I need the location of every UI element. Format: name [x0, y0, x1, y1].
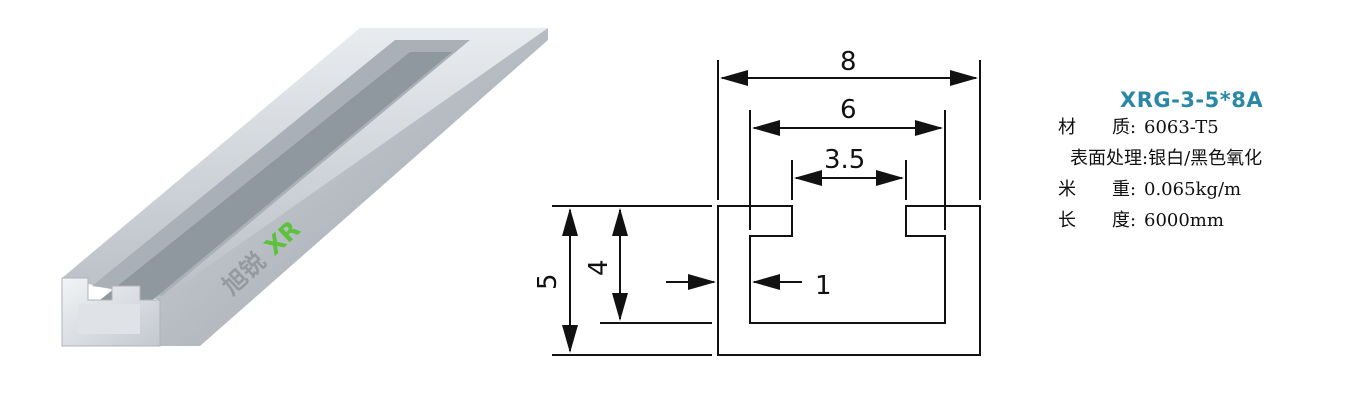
spec-row-weight: 米 重: 0.065kg/m	[1058, 174, 1358, 205]
track-end-slot	[78, 304, 140, 334]
spec-key: 长 度:	[1058, 210, 1137, 231]
spec-value: 0.065kg/m	[1144, 179, 1242, 200]
spec-row-surface: 表面处理:银白/黑色氧化	[1058, 143, 1358, 174]
dim-label-5: 5	[533, 273, 563, 290]
track-side-face	[160, 28, 548, 346]
spec-key: 材 质:	[1058, 117, 1137, 138]
spec-value: 银白/黑色氧化	[1148, 148, 1263, 169]
dim-label-8: 8	[840, 47, 857, 77]
spec-row-material: 材 质: 6063-T5	[1058, 112, 1358, 143]
spec-panel: XRG-3-5*8A 材 质: 6063-T5 表面处理:银白/黑色氧化 米 重:…	[1058, 88, 1358, 236]
spec-key: 米 重:	[1058, 179, 1137, 200]
profile-outline	[717, 205, 981, 356]
dim-label-1: 1	[815, 271, 832, 301]
product-image: 旭锐 XR	[61, 28, 548, 347]
model-number: XRG-3-5*8A	[1120, 88, 1264, 112]
dim-label-4: 4	[584, 259, 614, 276]
dim-label-6: 6	[840, 95, 857, 125]
profile-drawing: 8 6 3.5 5 4 1	[533, 47, 981, 356]
track-slot-shadow	[100, 52, 452, 302]
spec-key: 表面处理:	[1070, 148, 1149, 169]
spec-value: 6000mm	[1144, 210, 1224, 231]
dim-label-3-5: 3.5	[824, 145, 865, 175]
spec-row-length: 长 度: 6000mm	[1058, 205, 1358, 236]
spec-value: 6063-T5	[1144, 117, 1219, 138]
